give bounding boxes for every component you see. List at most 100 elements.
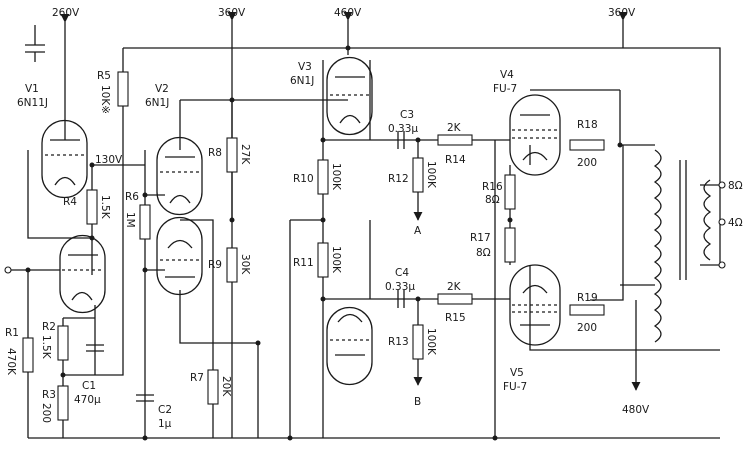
- r15-value: 2K: [447, 281, 462, 293]
- r7-body: [207, 369, 219, 405]
- r19-ref: R19: [577, 292, 598, 304]
- v1-ref: V1: [25, 83, 39, 95]
- r17-ref: R17: [470, 232, 491, 244]
- r17-body: [504, 227, 516, 263]
- r15-body: [437, 293, 473, 305]
- r16-ref: R16: [482, 181, 503, 193]
- r6-body: [139, 204, 151, 240]
- output-labels: 8Ω 4Ω: [728, 180, 743, 229]
- node-130v: 130V: [95, 154, 123, 166]
- r1-value: 470K: [5, 348, 17, 376]
- r8-value: 27K: [239, 144, 251, 165]
- v2-type: 6N1J: [145, 97, 169, 109]
- supply-360v-right: 360V: [608, 7, 636, 19]
- r16-value: 8Ω: [485, 194, 500, 206]
- tubes: [41, 56, 561, 386]
- c1-symbol: [86, 344, 104, 352]
- r10-ref: R10: [293, 173, 314, 185]
- r10-body: [317, 159, 329, 195]
- r5-body: [117, 71, 129, 107]
- output-terminal-com: [718, 261, 726, 269]
- r13-body: [412, 324, 424, 360]
- r19-value: 200: [577, 322, 597, 334]
- r3-body: [57, 385, 69, 421]
- v3-type: 6N1J: [290, 75, 314, 87]
- junctions: [25, 45, 623, 441]
- r16-body: [504, 174, 516, 210]
- test-point-labels: A B: [414, 225, 422, 408]
- r18-body: [569, 139, 605, 151]
- resistor-labels: R1 470K R2 1.5K R3 200 R4 1.5K R5 10K※ R…: [5, 70, 598, 423]
- v3-ref: V3: [298, 61, 312, 73]
- c3-value: 0.33μ: [388, 123, 418, 135]
- wiring: [8, 11, 721, 439]
- output-terminal-8ohm: [718, 181, 726, 189]
- c1-value: 470μ: [74, 394, 101, 406]
- supply-260v: 260V: [52, 7, 80, 19]
- r5-value: 10K※: [99, 85, 111, 114]
- r4-value: 1.5K: [99, 195, 111, 220]
- c2-ref: C2: [158, 404, 172, 416]
- r3-value: 200: [40, 403, 52, 423]
- v4-ref: V4: [500, 69, 514, 81]
- test-point-a: A: [414, 225, 422, 237]
- r18-ref: R18: [577, 119, 598, 131]
- v2b-tube: [156, 216, 203, 296]
- r2-value: 1.5K: [40, 335, 52, 360]
- r14-ref: R14: [445, 154, 466, 166]
- v3-tube: [326, 56, 373, 136]
- r9-body: [226, 247, 238, 283]
- c4-ref: C4: [395, 267, 409, 279]
- r10-value: 100K: [330, 163, 342, 191]
- r18-value: 200: [577, 157, 597, 169]
- r3-ref: R3: [42, 389, 56, 401]
- r9-value: 30K: [239, 254, 251, 275]
- output-terminal-4ohm: [718, 218, 726, 226]
- r6-value: 1M: [124, 212, 136, 228]
- r12-body: [412, 157, 424, 193]
- c4-symbol: [397, 290, 405, 308]
- test-point-b: B: [414, 396, 421, 408]
- v1-tube: [41, 119, 88, 199]
- c3-symbol: [397, 131, 405, 149]
- c4-value: 0.33μ: [385, 281, 415, 293]
- r1-ref: R1: [5, 327, 19, 339]
- c3-ref: C3: [400, 109, 414, 121]
- r7-value: 20K: [220, 376, 232, 397]
- r19-body: [569, 304, 605, 316]
- r13-value: 100K: [425, 328, 437, 356]
- supply-labels: 260V 360V 460V 360V 480V 130V: [52, 7, 650, 416]
- v3b-tube: [326, 306, 373, 386]
- r1-body: [22, 337, 34, 373]
- supply-460v: 460V: [334, 7, 362, 19]
- output-transformer: [653, 149, 726, 343]
- c1-ref: C1: [82, 380, 96, 392]
- capacitors: [86, 131, 405, 402]
- r15-ref: R15: [445, 312, 466, 324]
- tube-labels: V1 6N11J V2 6N1J V3 6N1J V4 FU-7 V5 FU-7: [17, 61, 527, 393]
- v5-ref: V5: [510, 367, 524, 379]
- v2-ref: V2: [155, 83, 169, 95]
- v1b-tube: [59, 234, 106, 314]
- r14-value: 2K: [447, 122, 462, 134]
- r11-value: 100K: [330, 246, 342, 274]
- supply-480v: 480V: [622, 404, 650, 416]
- input-terminal: [4, 266, 12, 274]
- output-4ohm-label: 4Ω: [728, 217, 743, 229]
- r8-ref: R8: [208, 147, 222, 159]
- c2-value: 1μ: [158, 418, 172, 430]
- r2-body: [57, 325, 69, 361]
- r17-value: 8Ω: [476, 247, 491, 259]
- r6-ref: R6: [125, 191, 139, 203]
- r11-ref: R11: [293, 257, 314, 269]
- resistors: [22, 71, 605, 421]
- v1-type: 6N11J: [17, 97, 48, 109]
- v2-tube: [156, 136, 203, 216]
- r12-ref: R12: [388, 173, 409, 185]
- r9-ref: R9: [208, 259, 222, 271]
- c2-symbol: [136, 394, 154, 402]
- r14-body: [437, 134, 473, 146]
- r4-body: [86, 189, 98, 225]
- v4-type: FU-7: [493, 83, 517, 95]
